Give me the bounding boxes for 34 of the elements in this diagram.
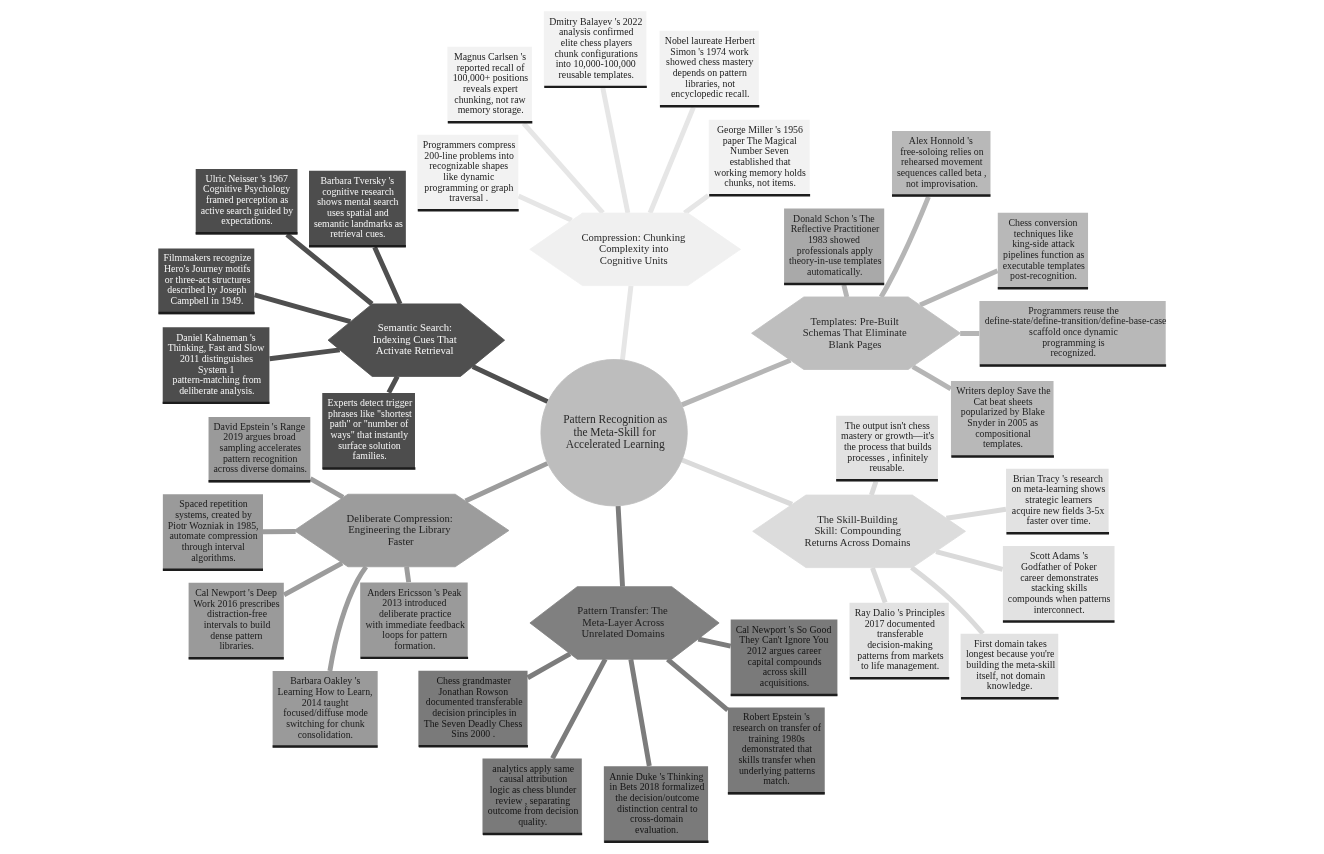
connector (620, 285, 634, 361)
connector (935, 549, 1004, 572)
connector (517, 193, 573, 223)
connector (681, 457, 794, 507)
connector (471, 364, 549, 404)
connector (697, 636, 732, 649)
connector (869, 480, 879, 496)
connector (870, 566, 888, 604)
connector (628, 658, 652, 767)
connector (285, 232, 374, 306)
connector (600, 87, 631, 214)
connector (946, 506, 1007, 521)
connector (309, 476, 345, 500)
connector (526, 651, 572, 680)
connector (910, 565, 985, 636)
connector (464, 461, 549, 504)
connector (680, 357, 792, 408)
connector (521, 121, 605, 215)
connector (282, 560, 344, 597)
connector (919, 268, 999, 308)
connector (327, 565, 368, 672)
connector (666, 657, 730, 712)
connector (269, 347, 341, 362)
connector (253, 292, 352, 325)
connector (683, 193, 710, 215)
connector (550, 658, 608, 760)
connector (372, 246, 403, 305)
connector (404, 566, 412, 583)
connector (615, 505, 625, 587)
node-circle: Pattern Recognition as the Meta-Skill for Accelerated Learning (540, 359, 688, 507)
connector (386, 375, 400, 394)
connector (647, 106, 696, 214)
connector (960, 331, 980, 337)
connector (262, 529, 296, 535)
